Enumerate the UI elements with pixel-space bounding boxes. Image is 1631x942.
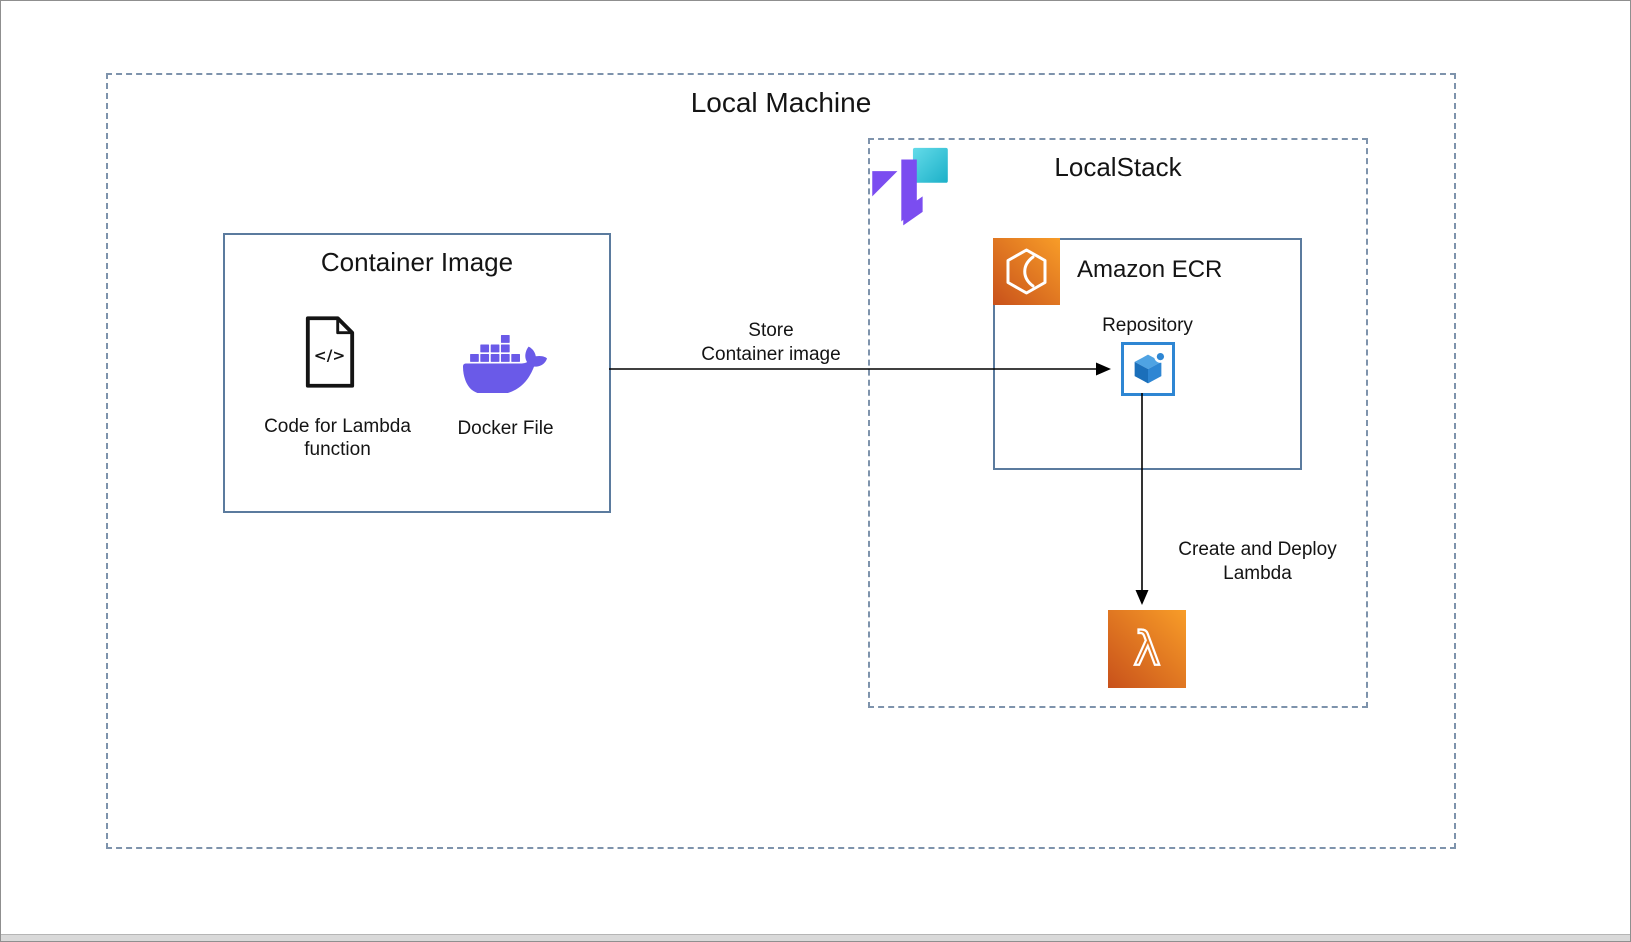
localstack-group: LocalStack (868, 138, 1368, 708)
local-machine-group: Local Machine Container Image </> Code f… (106, 73, 1456, 849)
lambda-icon: λ (1108, 610, 1186, 688)
docker-icon (463, 335, 547, 393)
ecr-repository-icon (1121, 342, 1175, 396)
code-file-label: Code for Lambda function (264, 416, 411, 460)
docker-file-label: Docker File (457, 418, 554, 439)
local-machine-title: Local Machine (690, 87, 872, 118)
amazon-ecr-title: Amazon ECR (1077, 256, 1223, 283)
container-image-title: Container Image (320, 247, 514, 277)
code-glyph: </> (314, 347, 345, 365)
localstack-logo-icon (872, 147, 948, 226)
window-bottom-edge (1, 934, 1630, 941)
lambda-glyph: λ (1133, 622, 1160, 676)
deploy-arrow-label: Create and Deploy Lambda (1178, 539, 1337, 584)
amazon-ecr-group: Amazon ECR Repository (993, 238, 1302, 470)
container-image-group: Container Image </> Code for Lambda func… (223, 233, 611, 513)
repository-cube-icon (1134, 350, 1167, 384)
repository-label: Repository (1102, 315, 1193, 336)
localstack-title: LocalStack (1054, 152, 1182, 182)
amazon-ecr-icon (993, 238, 1060, 305)
store-arrow-label: Store Container image (701, 320, 841, 365)
code-file-icon: </> (305, 316, 355, 388)
